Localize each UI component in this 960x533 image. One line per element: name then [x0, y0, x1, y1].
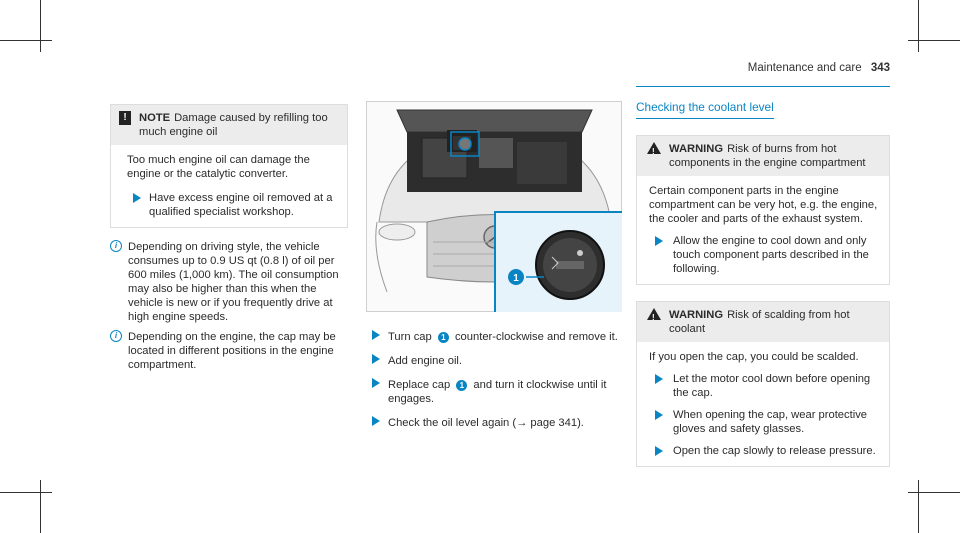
crop-mark [908, 492, 960, 493]
warning-icon: ! [647, 142, 661, 156]
arrow-right-icon [372, 354, 380, 364]
warning-step-text: Open the cap slowly to release pressure. [673, 445, 876, 457]
step-text: and turn it clockwise until it engages. [388, 379, 607, 405]
arrow-right-icon [655, 446, 663, 456]
note-step-text: Have excess engine oil removed at a qual… [149, 192, 333, 218]
oil-cap-detail-inset: 1 [494, 211, 622, 312]
warning-tag: WARNING [669, 309, 724, 321]
warning-step-text: Let the motor cool down before opening t… [673, 373, 871, 399]
page-number: 343 [870, 62, 890, 74]
warning-text: Certain component parts in the engine co… [649, 185, 878, 225]
step-text: Check the oil level again ( [388, 417, 517, 429]
step-item: Replace cap 1 and turn it clockwise unti… [366, 376, 626, 406]
warning-body: If you open the cap, you could be scalde… [637, 342, 889, 466]
exclamation-icon: ! [119, 111, 131, 125]
warning-step-text: When opening the cap, wear protective gl… [673, 409, 868, 435]
info-item: i Depending on driving style, the vehicl… [110, 240, 348, 324]
arrow-right-icon [655, 410, 663, 420]
step-item: Add engine oil. [366, 352, 626, 368]
warning-step: Open the cap slowly to release pressure. [649, 444, 879, 458]
crop-mark [0, 492, 52, 493]
section-title: Maintenance and care [747, 62, 862, 74]
note-tag: NOTE [139, 112, 171, 124]
note-title: Damage caused by refilling too much engi… [139, 112, 328, 138]
info-icon: i [110, 240, 122, 252]
warning-step: When opening the cap, wear protective gl… [649, 408, 879, 436]
step-text: counter-clockwise and remove it. [454, 331, 618, 343]
oil-cap-svg: 1 [508, 230, 605, 300]
arrow-right-icon [372, 330, 380, 340]
note-text: Too much engine oil can damage the engin… [127, 154, 310, 180]
info-icon: i [110, 330, 122, 342]
step-text: Add engine oil. [388, 355, 463, 367]
arrow-right-icon [655, 236, 663, 246]
section-heading: Checking the coolant level [636, 100, 774, 119]
note-body: Too much engine oil can damage the engin… [111, 145, 347, 227]
warning-step: Allow the engine to cool down and only t… [649, 234, 879, 276]
arrow-right-icon [133, 193, 141, 203]
page-reference-link[interactable]: → page 341). [516, 417, 584, 429]
info-text: Depending on the engine, the cap may be … [128, 331, 336, 371]
warning-icon: ! [647, 308, 661, 322]
warning-step: Let the motor cool down before opening t… [649, 372, 879, 400]
step-item: Turn cap 1 counter-clockwise and remove … [366, 328, 626, 344]
crop-mark [40, 480, 41, 533]
arrow-right-icon [372, 378, 380, 388]
info-text: Depending on driving style, the vehicle … [128, 241, 339, 323]
step-item: Check the oil level again (→ page 341). [366, 414, 626, 430]
warning-tag: WARNING [669, 143, 724, 155]
step-text: Replace cap [388, 379, 451, 391]
page-header: Maintenance and care 343 [748, 62, 890, 74]
middle-column-steps: Turn cap 1 counter-clockwise and remove … [366, 320, 626, 430]
figure-callout: 1 [513, 273, 519, 284]
crop-mark [918, 480, 919, 533]
warning-title: Risk of scalding from hot coolant [669, 309, 850, 335]
callout-badge: 1 [456, 379, 468, 391]
note-step: Have excess engine oil removed at a qual… [127, 191, 337, 219]
step-text: Turn cap [388, 331, 432, 343]
info-item: i Depending on the engine, the cap may b… [110, 330, 348, 372]
crop-mark [40, 0, 41, 52]
header-rule [636, 86, 890, 87]
crop-mark [0, 40, 52, 41]
callout-badge: 1 [437, 331, 449, 343]
warning-text: If you open the cap, you could be scalde… [649, 351, 859, 363]
arrow-right-icon [655, 374, 663, 384]
warning-body: Certain component parts in the engine co… [637, 176, 889, 284]
warning-title: Risk of burns from hot components in the… [669, 143, 866, 169]
crop-mark [918, 0, 919, 52]
arrow-right-icon [372, 416, 380, 426]
warning-step-text: Allow the engine to cool down and only t… [673, 235, 869, 275]
crop-mark [908, 40, 960, 41]
